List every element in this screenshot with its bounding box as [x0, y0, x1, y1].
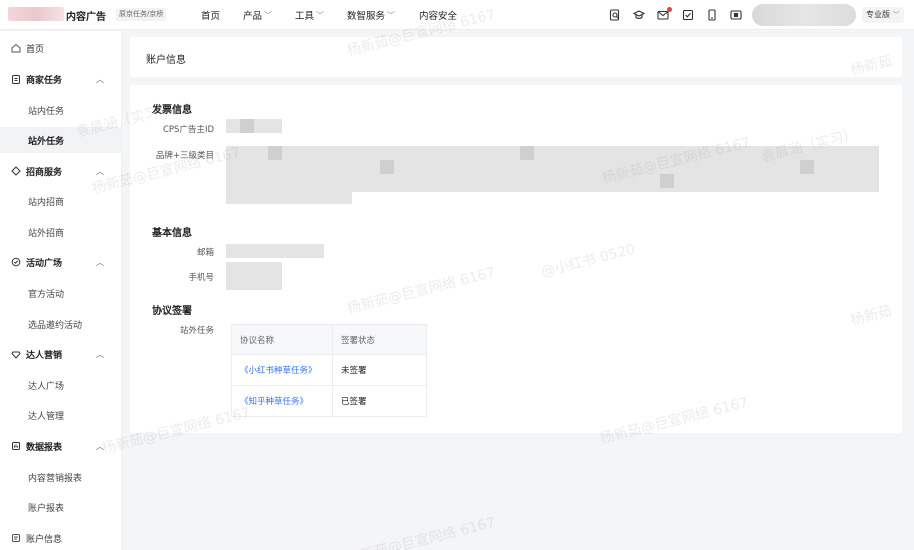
blur-block [660, 174, 674, 188]
chevron-down-icon: ﹀ [264, 10, 273, 20]
gem-icon [11, 349, 21, 359]
cps-id-value-part [240, 119, 254, 133]
brand-category-value-tail [226, 190, 352, 204]
sidebar-group-merchant-tasks[interactable]: 商家任务 ︿ [0, 66, 122, 92]
table-row: 《小红书种草任务》 未签署 [231, 354, 427, 386]
sidebar-item-content-report[interactable]: 内容营销报表 [28, 473, 83, 484]
nav-home[interactable]: 首页 [201, 11, 221, 22]
sidebar-item-account-report[interactable]: 账户报表 [28, 503, 65, 514]
blur-block [520, 146, 534, 160]
page-header-card: 账户信息 [130, 37, 902, 77]
version-switch[interactable]: 专业版 ﹀ [862, 7, 904, 23]
chevron-up-icon: ︿ [96, 75, 104, 84]
cps-id-label: CPS广告主ID [162, 125, 214, 135]
user-profile[interactable] [752, 4, 856, 26]
nav-content-safety[interactable]: 内容安全 [419, 11, 458, 22]
watermark: 杨新茹@巨宣网络 6167 [345, 514, 498, 550]
invoice-section-title: 发票信息 [152, 105, 192, 116]
column-header-sign-status: 签署状态 [332, 324, 427, 355]
logo[interactable] [8, 7, 64, 21]
graduation-cap-icon[interactable] [632, 8, 645, 21]
brand-tag: 原京任务/京桥 [116, 8, 167, 21]
brand-category-value [226, 146, 879, 192]
agreement-link-zhihu[interactable]: 《知乎种草任务》 [231, 385, 333, 417]
sidebar-item-offsite-recruit[interactable]: 站外招商 [28, 228, 65, 239]
agreement-link-xiaohongshu[interactable]: 《小红书种草任务》 [231, 354, 333, 386]
sidebar-group-data-report[interactable]: 数据报表 ︿ [0, 433, 122, 459]
chevron-up-icon: ︿ [96, 167, 104, 176]
home-icon [11, 43, 21, 53]
chevron-down-icon: ﹀ [316, 10, 325, 20]
page-title: 账户信息 [146, 55, 186, 66]
email-value [226, 244, 324, 258]
sidebar-item-account-info[interactable]: 账户信息 [0, 525, 122, 550]
phone-value [226, 262, 282, 290]
sidebar-item-influencer-manage[interactable]: 达人管理 [28, 411, 65, 422]
phone-icon[interactable] [705, 8, 718, 21]
sidebar-item-onsite-tasks[interactable]: 站内任务 [28, 106, 65, 117]
chevron-up-icon: ︿ [96, 442, 104, 451]
basic-section-title: 基本信息 [152, 228, 192, 239]
sign-status: 未签署 [332, 354, 427, 386]
agreement-section-title: 协议签署 [152, 306, 192, 317]
chevron-down-icon: ﹀ [892, 11, 900, 19]
account-icon [11, 533, 21, 543]
chevron-up-icon: ︿ [96, 258, 104, 267]
email-label: 邮箱 [196, 248, 214, 258]
blur-block [380, 160, 394, 174]
screen-icon[interactable] [729, 8, 742, 21]
cps-id-value [226, 119, 282, 133]
sidebar-item-offsite-tasks[interactable]: 站外任务 [0, 127, 122, 153]
brand-category-label: 品牌+三级类目 [155, 151, 214, 161]
badge-icon [11, 257, 21, 267]
notification-dot [667, 7, 672, 12]
sidebar-group-influencer[interactable]: 达人营销 ︿ [0, 341, 122, 367]
sidebar: 首页 商家任务 ︿ 站内任务 站外任务 招商服务 ︿ 站内招商 站外招商 活动广… [0, 31, 122, 550]
search-doc-icon[interactable] [608, 8, 621, 21]
sidebar-item-onsite-recruit[interactable]: 站内招商 [28, 197, 65, 208]
nav-product[interactable]: 产品﹀ [243, 10, 273, 23]
clipboard-icon [11, 74, 21, 84]
chevron-up-icon: ︿ [96, 350, 104, 359]
sidebar-item-selection-invite[interactable]: 选品邀约活动 [28, 320, 83, 331]
blur-block [268, 146, 282, 160]
sign-status: 已签署 [332, 385, 427, 417]
sidebar-group-activity-plaza[interactable]: 活动广场 ︿ [0, 249, 122, 275]
nav-tools[interactable]: 工具﹀ [295, 10, 325, 23]
nav-data-service[interactable]: 数智服务﹀ [347, 10, 396, 23]
report-icon [11, 441, 21, 451]
agreement-table: 协议名称 签署状态 《小红书种草任务》 未签署 《知乎种草任务》 已签署 [231, 324, 427, 417]
brand-name: 内容广告 [66, 12, 106, 23]
column-header-agreement-name: 协议名称 [231, 324, 333, 355]
checklist-icon[interactable] [681, 8, 694, 21]
offsite-task-label: 站外任务 [179, 326, 214, 336]
top-bar: 内容广告 原京任务/京桥 首页 产品﹀ 工具﹀ 数智服务﹀ 内容安全 专业版 ﹀ [0, 0, 914, 30]
phone-label: 手机号 [188, 273, 214, 283]
table-row: 《知乎种草任务》 已签署 [231, 385, 427, 417]
diamond-icon [11, 166, 21, 176]
blur-block [800, 160, 814, 174]
sidebar-group-recruitment[interactable]: 招商服务 ︿ [0, 158, 122, 184]
chevron-down-icon: ﹀ [387, 10, 396, 20]
sidebar-item-influencer-plaza[interactable]: 达人广场 [28, 381, 65, 392]
sidebar-item-official-activity[interactable]: 官方活动 [28, 289, 65, 300]
mail-icon[interactable] [656, 8, 669, 21]
sidebar-item-home[interactable]: 首页 [0, 35, 122, 61]
